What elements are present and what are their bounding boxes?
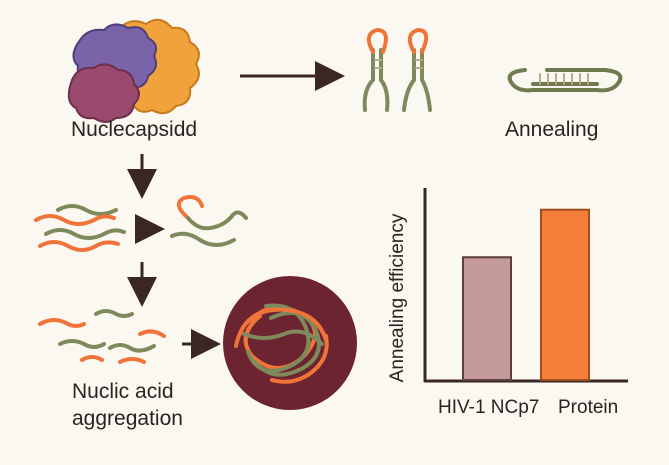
bar-protein — [540, 208, 590, 381]
nucleocapsid-protein-icon — [67, 18, 200, 123]
hairpin-left-icon — [362, 27, 390, 112]
annealing-label: Annealing — [505, 118, 599, 141]
annealed-duplex-icon — [507, 68, 623, 93]
single-strands-icon — [34, 204, 126, 252]
aggregation-label-line1: Nuclic acid — [72, 380, 174, 403]
nucleic-acid-aggregate-icon — [223, 276, 357, 410]
bar-group — [462, 208, 590, 381]
nucleocapsid-label: Nuclecapsidd — [71, 118, 198, 141]
aggregation-label-line2: aggregation — [72, 407, 183, 430]
folding-strand-icon — [170, 195, 248, 247]
aggregation-label: Nuclic acid aggregation — [72, 378, 183, 432]
y-axis-label: Annealing efficiency — [387, 213, 408, 383]
bar-hiv-1-ncp7 — [462, 256, 512, 381]
x-tick-label-protein: Protein — [558, 397, 619, 418]
x-tick-label-ncp7: HIV-1 NCp7 — [438, 397, 540, 418]
hairpin-right-icon — [402, 27, 432, 112]
dispersed-strands-icon — [38, 309, 166, 364]
